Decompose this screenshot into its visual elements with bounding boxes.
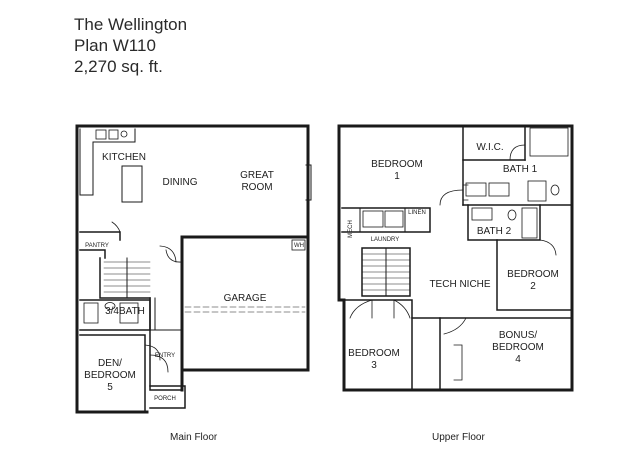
room-label-bedroom-1-line2: 1	[394, 171, 400, 182]
room-label-den-line3: 5	[107, 382, 113, 393]
room-label-bonus-line3: 4	[515, 354, 521, 365]
room-label-bonus-line1: BONUS/	[499, 330, 538, 341]
room-label-walk-in-closet: W.I.C.	[476, 142, 503, 153]
plan-title-block: The Wellington Plan W110 2,270 sq. ft.	[74, 14, 187, 77]
room-label-water-heater: WH	[294, 243, 304, 249]
main-floor-plan	[75, 124, 312, 414]
room-label-den-line1: DEN/	[98, 358, 122, 369]
room-label-pantry: PANTRY	[85, 243, 109, 249]
room-label-bedroom-2-line2: 2	[530, 281, 536, 292]
room-label-three-quarter-bath: 3/4BATH	[105, 306, 145, 317]
room-label-bath-1: BATH 1	[503, 164, 538, 175]
room-label-porch: PORCH	[154, 396, 176, 402]
room-label-laundry: LAUNDRY	[371, 237, 400, 243]
room-label-bonus-line2: BEDROOM	[492, 342, 544, 353]
room-label-mech: MECH	[348, 220, 354, 238]
room-label-bath-2: BATH 2	[477, 226, 512, 237]
upper-floor-caption: Upper Floor	[432, 432, 485, 443]
main-floor-caption: Main Floor	[170, 432, 218, 443]
room-label-great-room-line1: GREAT	[240, 170, 274, 181]
plan-area: 2,270 sq. ft.	[74, 57, 163, 76]
room-label-bedroom-3-line2: 3	[371, 360, 377, 371]
plan-name: The Wellington	[74, 15, 188, 34]
room-label-entry: ENTRY	[155, 353, 175, 359]
room-label-bedroom-3-line1: BEDROOM	[348, 348, 400, 359]
room-label-tech-niche: TECH NICHE	[429, 279, 490, 290]
plan-number: Plan W110	[74, 36, 156, 55]
upper-floor-plan	[337, 124, 574, 392]
room-label-kitchen: KITCHEN	[102, 152, 146, 163]
room-label-dining: DINING	[163, 177, 198, 188]
room-label-great-room-line2: ROOM	[241, 182, 272, 193]
room-label-bedroom-2-line1: BEDROOM	[507, 269, 559, 280]
room-label-bedroom-1-line1: BEDROOM	[371, 159, 423, 170]
room-label-den-line2: BEDROOM	[84, 370, 136, 381]
room-label-garage: GARAGE	[224, 293, 267, 304]
room-label-linen: LINEN	[408, 210, 426, 216]
